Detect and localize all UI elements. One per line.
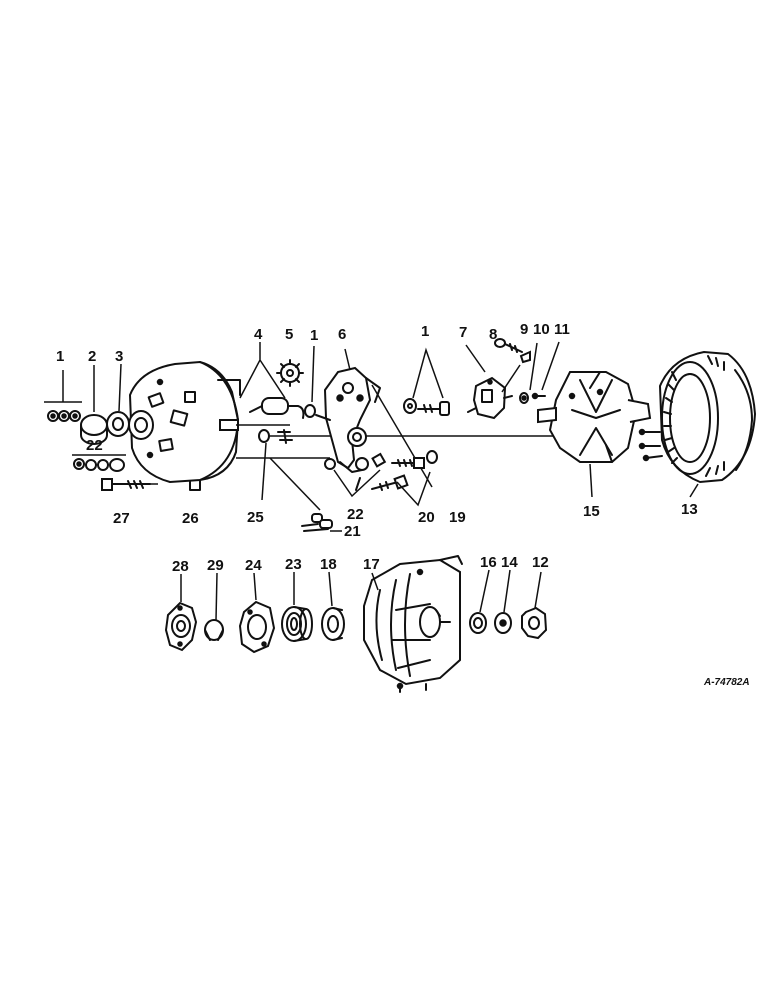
- part-4-capacitor: [249, 397, 305, 419]
- callout-label: 25: [247, 509, 264, 526]
- part-1-left-washers: [47, 410, 81, 422]
- part-21-terminal: [301, 513, 333, 532]
- callout-label: 29: [207, 557, 224, 574]
- callout-label: 2: [88, 348, 96, 365]
- callout-label: 23: [285, 556, 302, 573]
- callout-label: 17: [363, 556, 380, 573]
- callout-label: 16: [480, 554, 497, 571]
- part-27-bolt: [101, 478, 151, 491]
- part-28-retainer-plate: [164, 601, 198, 652]
- callout-label: 20: [418, 509, 435, 526]
- callout-label: 1: [421, 323, 429, 340]
- part-22-left-washers: [72, 454, 126, 472]
- callout-label: 5: [285, 326, 293, 343]
- part-23-ball-bearing: [281, 606, 313, 642]
- callout-label: 22: [347, 506, 364, 523]
- part-3-seal-ring: [106, 411, 130, 437]
- part-9-brush: [519, 350, 531, 364]
- callout-label: 9: [520, 321, 528, 338]
- part-1-right-screw: [403, 398, 450, 416]
- callout-label: 28: [172, 558, 189, 575]
- callout-label: 11: [554, 321, 570, 338]
- part-5-gear: [276, 359, 304, 387]
- part-22-middle-washer: [324, 452, 387, 491]
- callout-label: 22: [86, 437, 103, 454]
- part-1-middle-washer: [304, 404, 316, 418]
- callout-label: 10: [533, 321, 550, 338]
- callout-label: 21: [344, 523, 361, 540]
- part-29-spacer: [204, 619, 224, 641]
- part-10-washer: [519, 392, 529, 404]
- part-25-fastener: [258, 429, 293, 444]
- part-13-stator: [638, 350, 757, 484]
- callout-label: 7: [459, 324, 467, 341]
- part-24-bearing-plate: [238, 600, 276, 654]
- callout-label: 15: [583, 503, 600, 520]
- callout-label: 24: [245, 557, 262, 574]
- callout-label: 12: [532, 554, 549, 571]
- callout-label: 14: [501, 554, 518, 571]
- part-12-hex-nut: [521, 606, 548, 640]
- part-20-screws: [371, 457, 425, 491]
- part-17-end-frame: [363, 555, 463, 693]
- part-8-spring-screw: [494, 338, 523, 353]
- part-26-main-frame: [128, 360, 241, 491]
- part-6-bracket: [315, 366, 381, 473]
- callout-label: 1: [310, 327, 318, 344]
- part-14-lock-washer: [494, 612, 512, 634]
- part-11-screw: [531, 392, 546, 400]
- callout-label: 6: [338, 326, 346, 343]
- drawing-reference-code: A-74782A: [703, 677, 750, 688]
- callout-label: 13: [681, 501, 698, 518]
- part-18-collar: [321, 607, 345, 641]
- callout-label: 3: [115, 348, 123, 365]
- part-19-insulator: [426, 450, 438, 464]
- callout-label: 18: [320, 556, 337, 573]
- part-16-washer: [469, 612, 487, 634]
- callout-label: 1: [56, 348, 64, 365]
- callout-label: 8: [489, 326, 497, 343]
- callout-label: 27: [113, 510, 130, 527]
- callout-label: 26: [182, 510, 199, 527]
- callout-label: 4: [254, 326, 263, 343]
- part-7-brush-holder: [467, 376, 513, 420]
- part-15-rotor: [537, 371, 652, 463]
- callout-label: 19: [449, 509, 466, 526]
